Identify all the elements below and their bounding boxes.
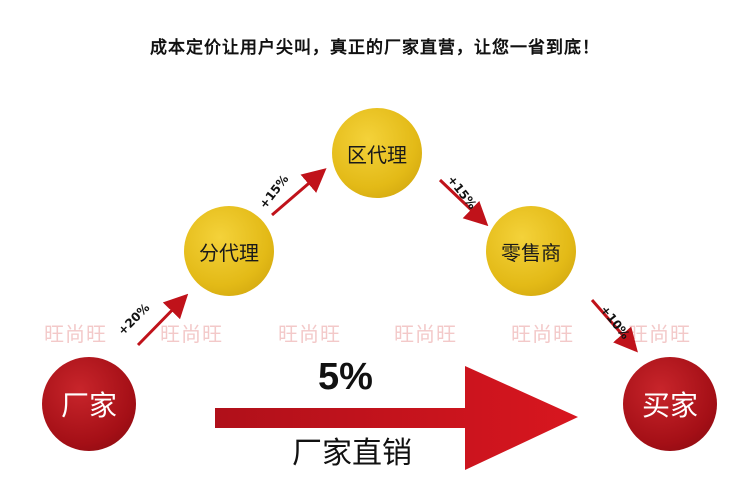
watermark: 旺尚旺 [278, 322, 341, 346]
watermark: 旺尚旺 [160, 322, 223, 346]
node-factory: 厂家 [42, 357, 136, 451]
watermark: 旺尚旺 [394, 322, 457, 346]
node-district-agent: 区代理 [332, 108, 422, 198]
node-label: 厂家 [60, 389, 117, 422]
node-label: 分代理 [199, 240, 259, 265]
arrow-sub-agent-to-district [271, 168, 327, 217]
node-retailer: 零售商 [486, 206, 576, 296]
node-label: 零售商 [501, 240, 561, 265]
node-buyer: 买家 [623, 357, 717, 451]
watermark: 旺尚旺 [628, 322, 691, 346]
headline: 成本定价让用户尖叫，真正的厂家直营，让您一省到底！ [150, 38, 600, 58]
direct-sales-arrow [215, 366, 578, 470]
arrow-district-to-retailer [438, 178, 489, 227]
direct-sales-percent: 5% [318, 356, 373, 398]
node-label: 区代理 [347, 142, 407, 167]
watermark: 旺尚旺 [511, 322, 574, 346]
direct-sales-label: 厂家直销 [292, 436, 412, 471]
arrow-factory-to-sub-agent [136, 293, 189, 347]
watermark: 旺尚旺 [44, 322, 107, 346]
arrow-retailer-to-buyer [590, 299, 638, 353]
node-label: 买家 [641, 389, 698, 422]
node-sub-agent: 分代理 [184, 206, 274, 296]
